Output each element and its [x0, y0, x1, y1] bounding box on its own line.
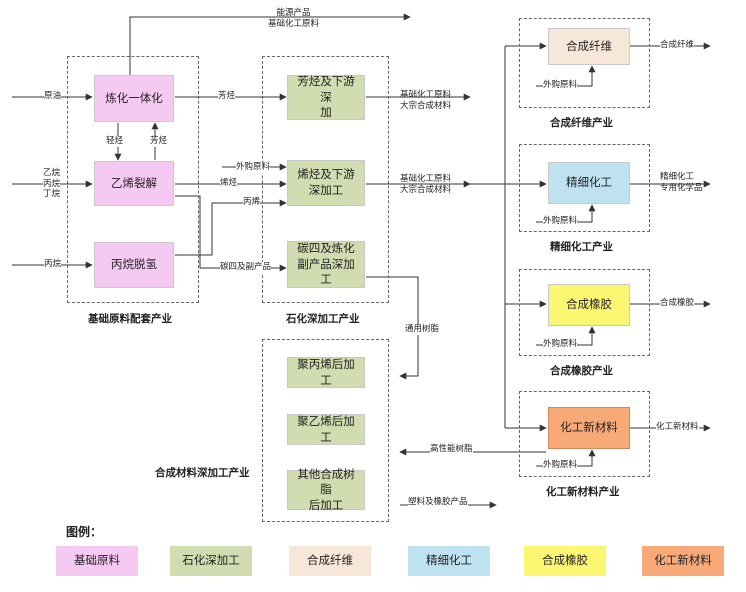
label-c4-byproducts: 碳四及副产品 [220, 262, 272, 273]
box-propane-dehydrogenation: 丙烷脱氢 [94, 242, 174, 288]
label-ext-fiber: 外购原料 [543, 80, 578, 91]
group-fiber [519, 18, 650, 108]
label-plastic-rubber: 塑料及橡胶产品 [408, 497, 468, 508]
box-synthetic-fiber: 合成纤维 [548, 28, 630, 65]
label-out-aromatics: 基础化工原料 大宗合成材料 [400, 90, 452, 111]
group-label-petro: 石化深加工产业 [286, 313, 360, 325]
box-aromatics-downstream: 芳烃及下游深 加 [287, 74, 365, 120]
label-out-fiber: 合成纤维 [660, 40, 695, 51]
label-out-olefins: 基础化工原料 大宗合成材料 [400, 174, 452, 195]
group-label-rubber: 合成橡胶产业 [550, 365, 613, 377]
legend-fiber: 合成纤维 [289, 546, 371, 576]
box-olefins-downstream: 烯烃及下游 深加工 [287, 160, 365, 206]
box-ethylene-cracking: 乙烯裂解 [94, 161, 174, 206]
legend-fine: 精细化工 [408, 546, 490, 576]
group-new-materials [519, 391, 650, 477]
group-label-basic: 基础原料配套产业 [88, 313, 172, 325]
legend-title: 图例： [66, 525, 103, 539]
box-other-resins: 其他合成树脂 后加工 [287, 467, 365, 512]
group-fine-chem [519, 144, 650, 232]
group-basic-materials [67, 56, 199, 303]
label-high-perf-resin: 高性能树脂 [430, 444, 473, 455]
box-refining-integration: 炼化一体化 [94, 75, 174, 122]
group-petro-processing [262, 56, 389, 303]
label-ext-rubber: 外购原料 [543, 339, 578, 350]
label-propane: 丙烷 [44, 259, 62, 270]
group-label-newmat: 化工新材料产业 [546, 486, 620, 498]
label-crude: 原油 [44, 91, 62, 102]
legend-newmat: 化工新材料 [642, 546, 724, 576]
box-polyethylene: 聚乙烯后加工 [287, 414, 365, 445]
group-label-fiber: 合成纤维产业 [550, 117, 613, 129]
label-propylene: 丙烯 [243, 197, 261, 208]
box-fine-chemicals: 精细化工 [548, 162, 630, 204]
group-rubber [519, 269, 650, 356]
label-olefins: 烯烃 [220, 178, 238, 189]
label-aromatics: 芳烃 [218, 91, 236, 102]
legend-basic: 基础原料 [56, 546, 138, 576]
group-label-resin: 合成材料深加工产业 [155, 467, 250, 479]
group-resin-processing [262, 339, 389, 522]
label-ext-newmat: 外购原料 [543, 460, 578, 471]
label-out-fine: 精细化工 专用化学品 [660, 172, 703, 193]
label-light-hc: 轻烃 [106, 136, 124, 147]
box-polypropylene: 聚丙烯后加工 [287, 357, 365, 388]
label-ethane-group: 乙烷 丙烷 丁烷 [43, 168, 61, 200]
legend-petro: 石化深加工 [170, 546, 252, 576]
label-out-rubber: 合成橡胶 [660, 298, 695, 309]
group-label-fine: 精细化工产业 [550, 241, 613, 253]
box-synthetic-rubber: 合成橡胶 [548, 284, 630, 326]
label-external-petro: 外购原料 [236, 162, 271, 173]
label-ext-fine: 外购原料 [543, 216, 578, 227]
box-c4-byproducts: 碳四及炼化 副产品深加工 [287, 241, 365, 288]
label-out-newmat: 化工新材料 [656, 422, 699, 433]
label-energy-products: 能源产品 基础化工原料 [268, 8, 320, 29]
box-new-materials: 化工新材料 [548, 407, 630, 449]
legend-rubber: 合成橡胶 [524, 546, 606, 576]
label-general-resin: 通用树脂 [405, 324, 440, 335]
label-aromatics-up: 芳烃 [150, 136, 168, 147]
